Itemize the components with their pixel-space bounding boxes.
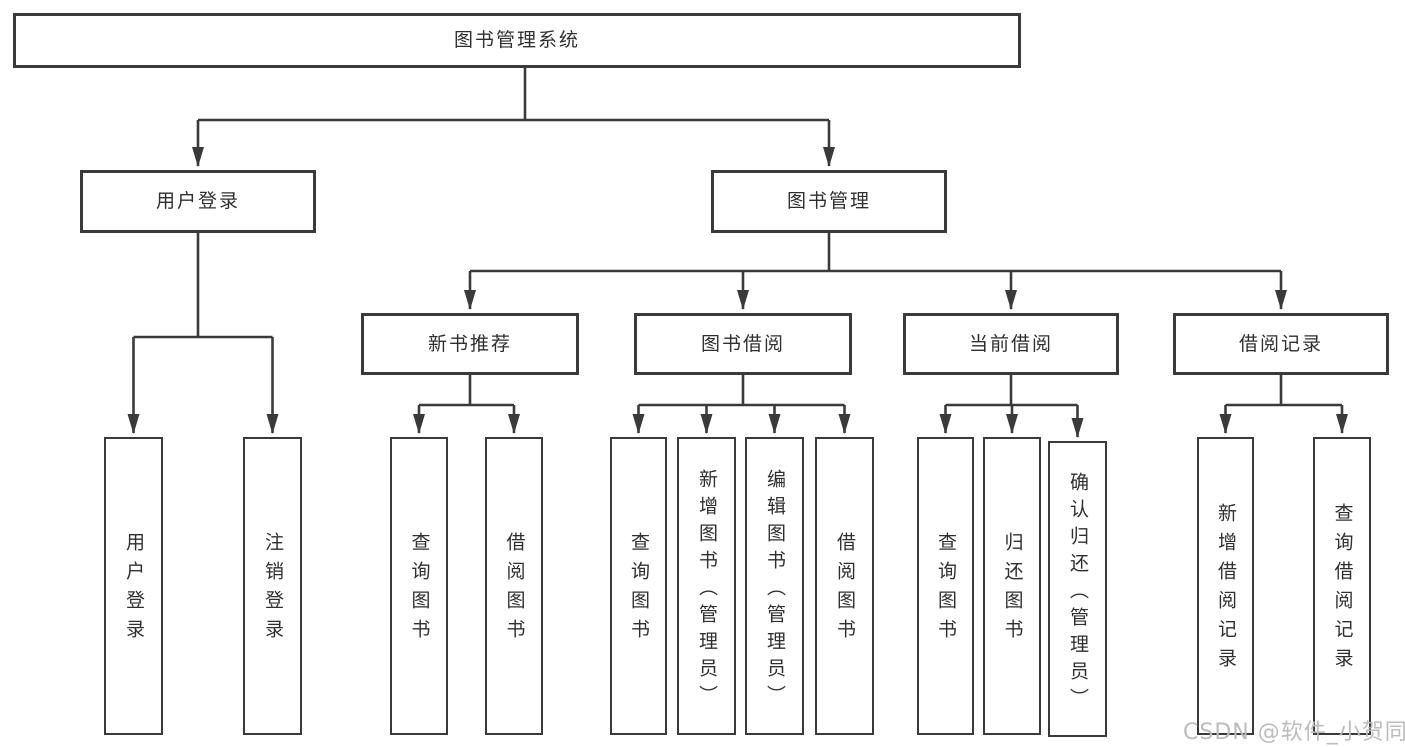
node-borrow-record: 借阅记录: [1173, 313, 1389, 375]
node-bb-query-book: 查询图书: [610, 437, 667, 735]
node-logout: 注销登录: [243, 437, 302, 735]
node-book-management: 图书管理: [711, 170, 947, 233]
node-bb-add-book-admin: 新增图书（管理员）: [677, 437, 736, 735]
node-cb-query-book: 查询图书: [917, 437, 974, 735]
node-current-borrow: 当前借阅: [903, 313, 1119, 375]
node-bb-edit-book-admin: 编辑图书（管理员）: [745, 437, 804, 735]
node-br-add-record: 新增借阅记录: [1197, 437, 1254, 735]
node-br-query-record: 查询借阅记录: [1313, 437, 1371, 735]
node-nbr-borrow-book: 借阅图书: [485, 437, 543, 735]
watermark: CSDN @软件_小贺同学: [1183, 720, 1405, 745]
node-bb-borrow-book: 借阅图书: [815, 437, 874, 735]
node-user-login: 用户登录: [80, 170, 316, 233]
node-root-system: 图书管理系统: [13, 13, 1021, 68]
node-book-borrow: 图书借阅: [634, 313, 852, 375]
node-new-book-recommend: 新书推荐: [361, 313, 579, 375]
node-user-login-leaf: 用户登录: [104, 437, 163, 735]
node-cb-return-book: 归还图书: [983, 437, 1041, 735]
node-nbr-query-book: 查询图书: [390, 437, 448, 735]
node-cb-confirm-return-admin: 确认归还（管理员）: [1048, 441, 1107, 737]
